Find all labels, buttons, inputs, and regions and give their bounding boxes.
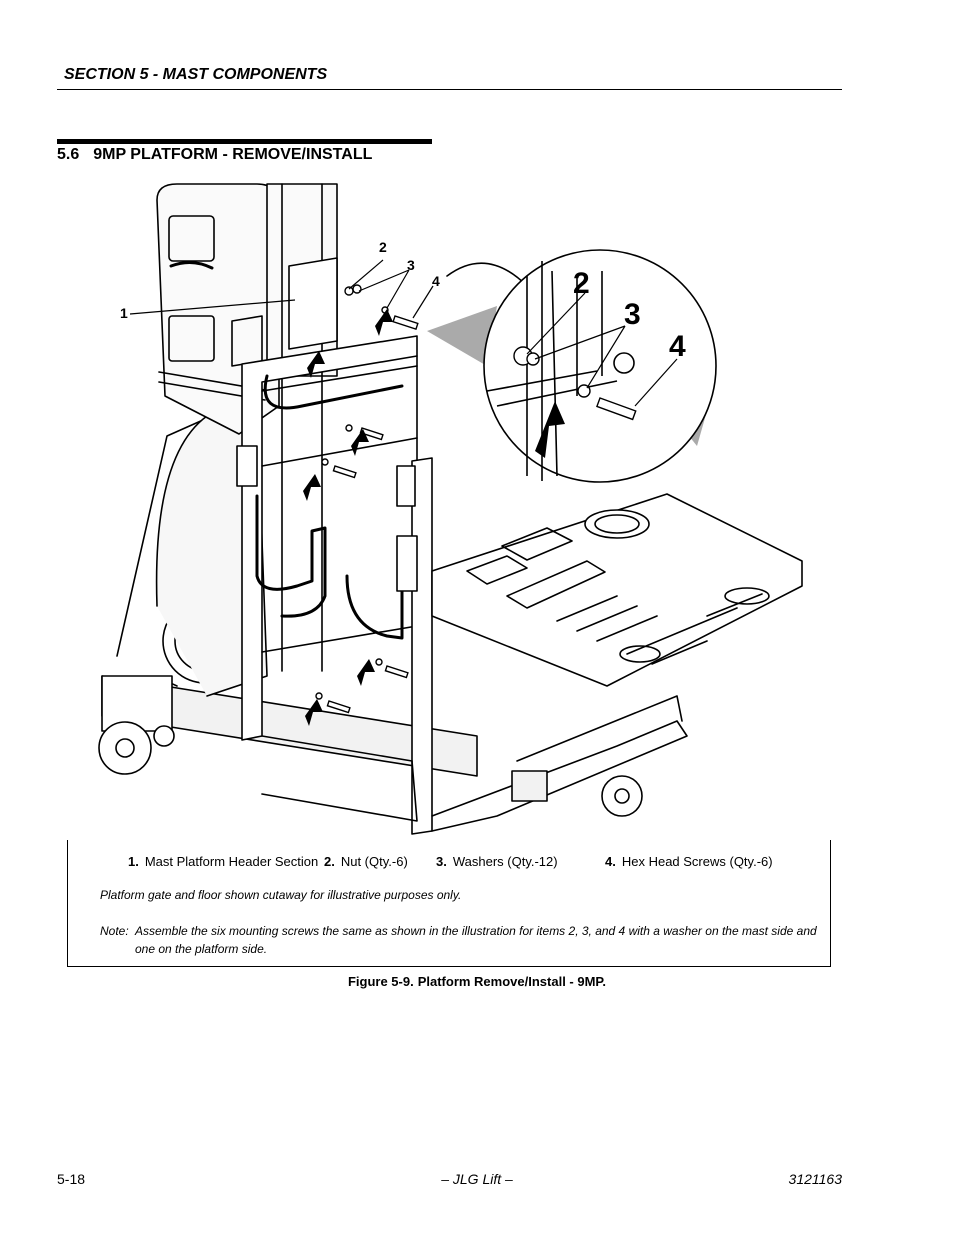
- right-caster-block: [511, 770, 548, 802]
- direction-arrow: [375, 309, 393, 336]
- figure-caption: Figure 5-9.Platform Remove/Install - 9MP…: [0, 974, 954, 989]
- nut-washer-screw-lower: [315, 658, 409, 714]
- tray-slots: [556, 593, 763, 665]
- installation-arrows: [303, 309, 393, 726]
- callout-2: 2: [379, 239, 387, 255]
- section-title: 5.6 9MP PLATFORM - REMOVE/INSTALL: [57, 146, 372, 164]
- section-title-text: 9MP PLATFORM - REMOVE/INSTALL: [93, 146, 373, 163]
- platform-tray: [431, 493, 803, 687]
- detail-hex-head-screw: [596, 397, 637, 421]
- legend-box: 1. Mast Platform Header Section 2. Nut (Qt…: [67, 840, 831, 967]
- left-caster-block: [101, 675, 173, 732]
- callout-4: 4: [432, 273, 440, 289]
- page-number: 5-18: [57, 1171, 86, 1187]
- legend-item: 1. Mast Platform Header Section: [128, 854, 318, 869]
- note-text: Assemble the six mounting screws the sam…: [135, 924, 817, 956]
- cutaway-note: Platform gate and floor shown cutaway fo…: [100, 888, 462, 902]
- legend-item: 4. Hex Head Screws (Qty.-6): [605, 854, 773, 869]
- legend-item-label: Nut (Qty.-6): [340, 854, 408, 869]
- detail-callout-4: 4: [669, 330, 686, 363]
- legend-item-label: Hex Head Screws (Qty.-6): [621, 854, 773, 869]
- legend-item-number: 2.: [324, 854, 335, 869]
- figure-label: Figure 5-9.: [347, 974, 414, 989]
- assembly-note: Note: Assemble the six mounting screws t…: [100, 922, 830, 958]
- legend-item-number: 3.: [436, 854, 447, 869]
- left-caster-wheel: [98, 721, 152, 775]
- front-post: [411, 457, 433, 835]
- direction-arrow: [307, 351, 325, 378]
- detail-callout-3: 3: [624, 298, 641, 331]
- platform-gate-frame: [241, 335, 418, 741]
- direction-arrow: [303, 474, 321, 501]
- upper-grab-handle: [263, 374, 404, 410]
- note-label: Note:: [100, 924, 129, 938]
- nut-washer-screw-middle: [321, 424, 384, 479]
- legend-item-label: Mast Platform Header Section: [144, 854, 319, 869]
- callout-3: 3: [407, 257, 415, 273]
- legend-item: 3. Washers (Qty.-12): [436, 854, 558, 869]
- direction-arrow: [305, 699, 323, 726]
- figure-title: Platform Remove/Install - 9MP.: [417, 974, 607, 989]
- legend-item-number: 4.: [605, 854, 616, 869]
- callout-1: 1: [120, 305, 128, 321]
- footer-brand: – JLG Lift –: [441, 1171, 513, 1187]
- section-title-bar: [57, 139, 432, 144]
- legend-item-label: Washers (Qty.-12): [452, 854, 558, 869]
- section-number: 5.6: [57, 146, 80, 163]
- detail-callout-2: 2: [573, 267, 590, 300]
- direction-arrow: [351, 429, 369, 456]
- detail-direction-arrow: [535, 401, 565, 458]
- detail-pointer-wedge: [427, 306, 497, 366]
- tray-compartments: [466, 527, 606, 609]
- document-number: 3121163: [788, 1171, 842, 1187]
- mast-platform-header-section: [288, 257, 338, 350]
- platform-illustration: 1 2 3 4 2 3 4: [98, 183, 803, 835]
- section-header: SECTION 5 - MAST COMPONENTS: [64, 66, 328, 83]
- legend-item: 2. Nut (Qty.-6): [324, 854, 408, 869]
- lower-grab-handle: [255, 494, 327, 618]
- legend-item-number: 1.: [128, 854, 139, 869]
- right-caster-wheel: [601, 775, 643, 817]
- header-rule: [57, 89, 842, 90]
- direction-arrow: [357, 659, 375, 686]
